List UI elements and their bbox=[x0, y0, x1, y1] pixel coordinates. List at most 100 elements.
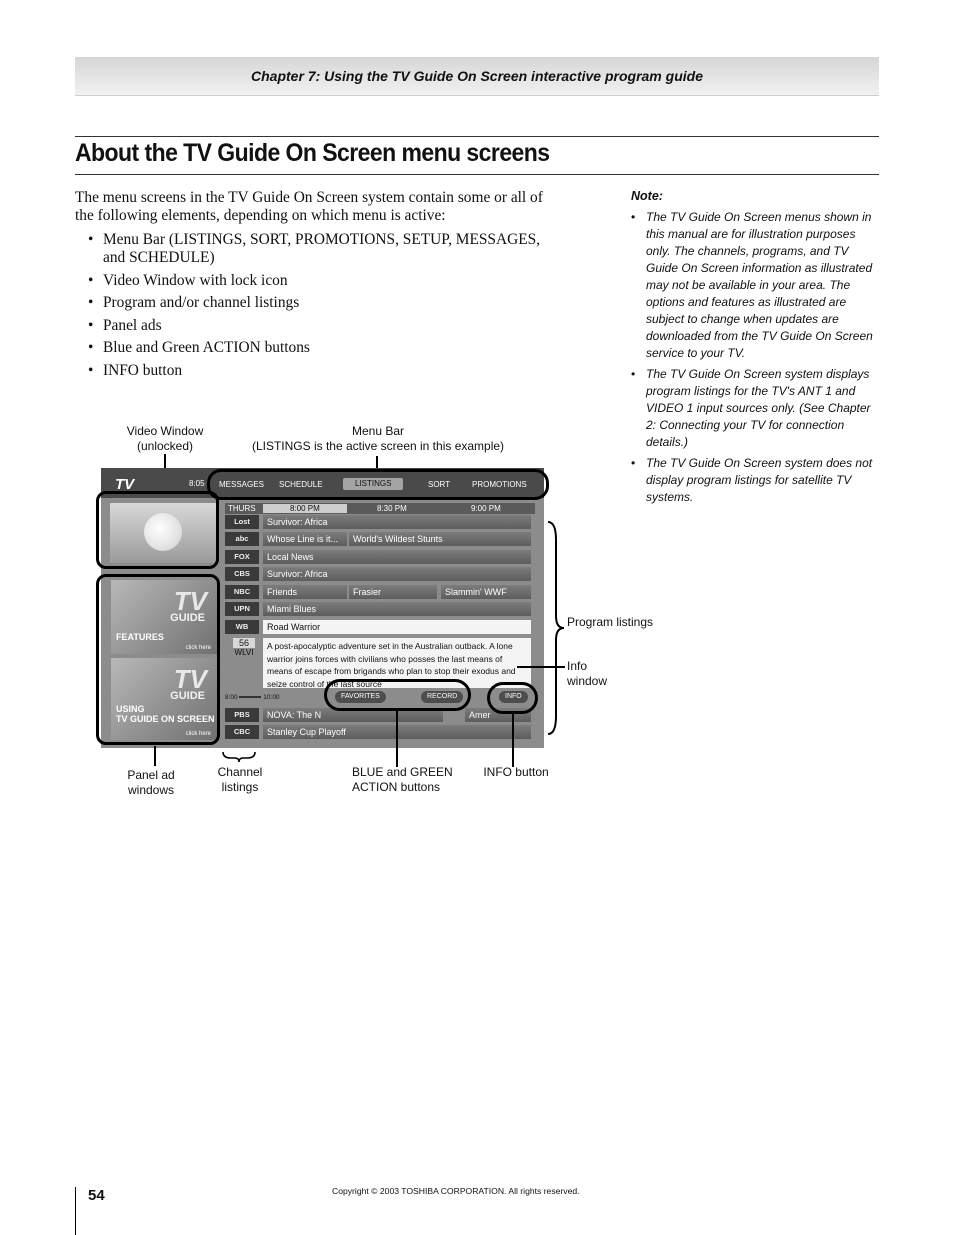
ad-logo: TV bbox=[173, 586, 207, 616]
info-button: INFO bbox=[499, 691, 528, 703]
channel-logo: Lost bbox=[225, 515, 259, 529]
copyright: Copyright © 2003 TOSHIBA CORPORATION. Al… bbox=[332, 1186, 580, 1196]
panel-ad-highlight bbox=[96, 574, 220, 745]
action-buttons-highlight bbox=[324, 679, 471, 711]
list-item: Blue and Green ACTION buttons bbox=[88, 339, 558, 357]
day-label: THURS bbox=[228, 504, 256, 513]
list-item: Program and/or channel listings bbox=[88, 294, 558, 312]
list-item: Menu Bar (LISTINGS, SORT, PROMOTIONS, SE… bbox=[88, 231, 558, 267]
channel-listings-brace bbox=[222, 751, 256, 763]
menu-item-listings: LISTINGS bbox=[343, 478, 404, 490]
time-slot: 8:30 PM bbox=[377, 504, 407, 513]
tv-guide-logo: TV bbox=[115, 476, 135, 493]
info-channel-name: WLVI bbox=[234, 648, 254, 657]
slider-track bbox=[239, 696, 262, 699]
note-list: The TV Guide On Screen menus shown in th… bbox=[631, 209, 881, 506]
clock: 8:05 bbox=[189, 479, 205, 488]
menu-item-promotions: PROMOTIONS bbox=[472, 480, 527, 489]
note-item: The TV Guide On Screen system displays p… bbox=[631, 366, 881, 451]
panel-ad: TV GUIDE FEATURES click here bbox=[111, 580, 217, 654]
program-cell: Whose Line is it... bbox=[263, 532, 347, 546]
callout-menu-bar-label: Menu Bar bbox=[351, 424, 405, 438]
ad-logo: TV bbox=[173, 664, 207, 694]
program-cell: Local News bbox=[263, 550, 531, 564]
video-image bbox=[144, 513, 182, 551]
time-slot: 8:00 PM bbox=[263, 504, 347, 513]
list-item: Panel ads bbox=[88, 317, 558, 335]
leader-line bbox=[512, 714, 514, 767]
page-number: 54 bbox=[88, 1187, 105, 1204]
note-item: The TV Guide On Screen menus shown in th… bbox=[631, 209, 881, 362]
info-button-highlight bbox=[487, 682, 538, 714]
menu-item-messages: MESSAGES bbox=[219, 480, 264, 489]
leader-line bbox=[517, 666, 565, 668]
list-item: INFO button bbox=[88, 362, 558, 380]
ad-guide-text: GUIDE bbox=[170, 690, 205, 702]
channel-logo: NBC bbox=[225, 585, 259, 599]
ad-guide-text: GUIDE bbox=[170, 612, 205, 624]
ad-label: FEATURES bbox=[116, 632, 164, 642]
program-cell: World's Wildest Stunts bbox=[349, 532, 531, 546]
program-listings-brace bbox=[547, 521, 565, 735]
ad-click-text: click here bbox=[185, 731, 211, 737]
program-cell: Survivor: Africa bbox=[263, 515, 531, 529]
menu-bar-highlight bbox=[207, 469, 549, 500]
guide-screenshot: TV 8:05 MESSAGES SCHEDULE LISTINGS SORT … bbox=[101, 468, 544, 748]
channel-logo: abc bbox=[225, 532, 259, 546]
info-channel-number: 56 bbox=[233, 638, 255, 648]
callout-menu-bar-note: (LISTINGS is the active screen in this e… bbox=[251, 439, 505, 453]
title-rule-top bbox=[75, 136, 879, 137]
callout-video-window: Video Window (unlocked) bbox=[126, 424, 204, 453]
page-title: About the TV Guide On Screen menu screen… bbox=[75, 139, 550, 167]
ad-click-text: click here bbox=[185, 645, 211, 651]
leader-line bbox=[154, 746, 156, 766]
program-cell: NOVA: The N bbox=[263, 708, 443, 722]
record-button: RECORD bbox=[421, 691, 464, 703]
list-item: Video Window with lock icon bbox=[88, 272, 558, 290]
note-item: The TV Guide On Screen system does not d… bbox=[631, 455, 881, 506]
chapter-header: Chapter 7: Using the TV Guide On Screen … bbox=[75, 57, 879, 96]
listing-row: CBC Stanley Cup Playoff bbox=[225, 725, 531, 739]
time-slider: 8:00 10:00 bbox=[225, 694, 280, 701]
listing-row: NBC Friends Frasier Slammin' WWF bbox=[225, 585, 531, 599]
favorites-button: FAVORITES bbox=[335, 691, 386, 703]
channel-logo: FOX bbox=[225, 550, 259, 564]
callout-action-buttons: BLUE and GREEN ACTION buttons bbox=[352, 765, 453, 794]
panel-ad: TV GUIDE USING TV GUIDE ON SCREEN click … bbox=[111, 658, 217, 740]
listing-row: CBS Survivor: Africa bbox=[225, 567, 531, 581]
menu-item-sort: SORT bbox=[428, 480, 451, 489]
footer-rule bbox=[75, 1187, 76, 1235]
channel-logo: CBS bbox=[225, 567, 259, 581]
program-cell: Frasier bbox=[349, 585, 437, 599]
title-rule-bottom bbox=[75, 174, 879, 175]
listing-row: abc Whose Line is it... World's Wildest … bbox=[225, 532, 531, 546]
chapter-title: Chapter 7: Using the TV Guide On Screen … bbox=[251, 68, 703, 84]
leader-line bbox=[396, 711, 398, 767]
program-cell: Survivor: Africa bbox=[263, 567, 531, 581]
channel-logo: PBS bbox=[225, 708, 259, 722]
callout-program-listings: Program listings bbox=[567, 615, 654, 629]
ad-label: USING TV GUIDE ON SCREEN bbox=[116, 704, 215, 724]
time-header: THURS 8:00 PM 8:30 PM 9:00 PM bbox=[225, 503, 535, 514]
channel-logo: UPN bbox=[225, 602, 259, 616]
callout-channel-listings: Channel listings bbox=[217, 765, 263, 794]
slider-end: 10:00 bbox=[263, 694, 280, 701]
video-window bbox=[110, 503, 216, 563]
note-label: Note: bbox=[631, 189, 663, 203]
program-cell: Miami Blues bbox=[263, 602, 531, 616]
time-slot: 9:00 PM bbox=[471, 504, 501, 513]
listing-row: FOX Local News bbox=[225, 550, 531, 564]
callout-info-window: Info window bbox=[567, 659, 608, 688]
menu-item-schedule: SCHEDULE bbox=[279, 480, 323, 489]
leader-line bbox=[376, 456, 378, 470]
callout-panel-ad: Panel ad windows bbox=[127, 768, 175, 797]
program-cell: Slammin' WWF bbox=[441, 585, 531, 599]
video-window-highlight bbox=[96, 491, 219, 569]
listing-row: UPN Miami Blues bbox=[225, 602, 531, 616]
program-cell: Friends bbox=[263, 585, 347, 599]
listing-row: Lost Survivor: Africa bbox=[225, 515, 531, 529]
channel-logo: CBC bbox=[225, 725, 259, 739]
slider-start: 8:00 bbox=[225, 694, 238, 701]
note-sidebar: Note: The TV Guide On Screen menus shown… bbox=[631, 189, 881, 510]
intro-paragraph: The menu screens in the TV Guide On Scre… bbox=[75, 189, 543, 224]
